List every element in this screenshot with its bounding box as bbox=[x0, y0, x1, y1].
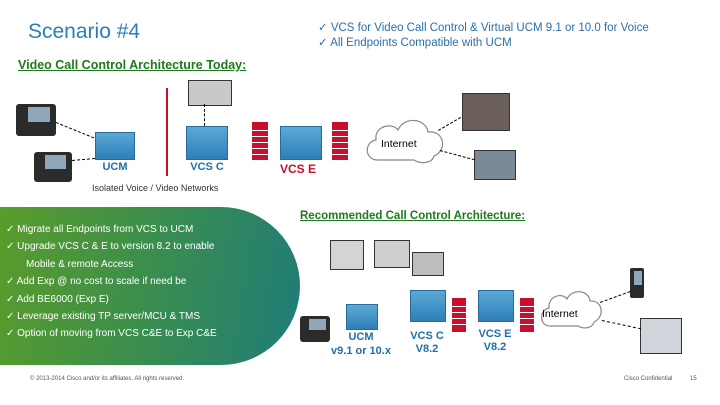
benefits-panel: ✓ Migrate all Endpoints from VCS to UCM … bbox=[0, 207, 300, 365]
mobile-phone-icon bbox=[630, 268, 644, 298]
benefit-item: ✓ Migrate all Endpoints from VCS to UCM bbox=[6, 224, 194, 235]
firewall-icon bbox=[332, 122, 348, 160]
ucm-router-icon bbox=[95, 132, 135, 160]
benefit-item: Mobile & remote Access bbox=[26, 258, 134, 270]
today-heading: Video Call Control Architecture Today: bbox=[18, 58, 247, 72]
ucm-label: UCM bbox=[102, 161, 128, 173]
endpoint-photo bbox=[412, 252, 444, 276]
vcs-c-label: VCS C bbox=[410, 330, 444, 342]
scenario-checks: ✓ VCS for Video Call Control & Virtual U… bbox=[318, 21, 649, 51]
ucm-label: UCM bbox=[348, 331, 374, 343]
connection-line bbox=[601, 320, 642, 330]
slide-title: Scenario #4 bbox=[28, 20, 141, 43]
vcs-e-icon bbox=[280, 126, 322, 160]
ip-phone-icon bbox=[34, 152, 72, 182]
vcs-e-icon bbox=[478, 290, 514, 322]
endpoint-photo bbox=[330, 240, 364, 270]
benefit-item: ✓ Option of moving from VCS C&E to Exp C… bbox=[6, 328, 217, 340]
ip-phone-icon bbox=[300, 316, 330, 342]
vcs-c-label: VCS C bbox=[190, 161, 224, 173]
network-separator bbox=[166, 88, 168, 176]
benefit-item: ✓ Add BE6000 (Exp E) bbox=[6, 293, 109, 305]
recommended-heading: Recommended Call Control Architecture: bbox=[300, 210, 526, 222]
page-number: 15 bbox=[690, 376, 697, 382]
endpoint-photo bbox=[462, 93, 510, 131]
check-item: ✓ All Endpoints Compatible with UCM bbox=[318, 37, 512, 49]
vcs-e-version: V8.2 bbox=[483, 341, 507, 353]
vcs-e-label: VCS E bbox=[478, 328, 512, 340]
isolated-caption: Isolated Voice / Video Networks bbox=[92, 183, 219, 193]
video-endpoint-image bbox=[188, 80, 232, 106]
vcs-c-icon bbox=[186, 126, 228, 160]
internet-label: Internet bbox=[381, 138, 417, 150]
copyright-text: © 2013-2014 Cisco and/or its affiliates.… bbox=[30, 376, 185, 382]
endpoint-photo bbox=[374, 240, 410, 268]
benefit-item: ✓ Add Exp @ no cost to scale if need be bbox=[6, 276, 187, 288]
firewall-icon bbox=[252, 122, 268, 160]
vcs-c-version: V8.2 bbox=[415, 343, 439, 355]
internet-cloud-icon bbox=[541, 291, 602, 329]
endpoint-photo bbox=[640, 318, 682, 354]
check-item: ✓ VCS for Video Call Control & Virtual U… bbox=[318, 22, 649, 34]
ip-phone-icon bbox=[16, 104, 56, 136]
confidential-label: Cisco Confidential bbox=[624, 376, 673, 382]
benefit-item: ✓ Upgrade VCS C & E to version 8.2 to en… bbox=[6, 241, 215, 253]
connection-line bbox=[204, 104, 205, 126]
firewall-icon bbox=[452, 298, 466, 332]
endpoint-photo bbox=[474, 150, 516, 180]
vcs-e-label: VCS E bbox=[279, 162, 316, 176]
internet-label: Internet bbox=[542, 308, 578, 320]
internet-cloud-icon bbox=[366, 119, 444, 164]
ucm-version: v9.1 or 10.x bbox=[331, 345, 391, 357]
ucm-router-icon bbox=[346, 304, 378, 330]
benefit-item: ✓ Leverage existing TP server/MCU & TMS bbox=[6, 311, 201, 323]
vcs-c-icon bbox=[410, 290, 446, 322]
firewall-icon bbox=[520, 298, 534, 332]
connection-line bbox=[55, 122, 99, 141]
